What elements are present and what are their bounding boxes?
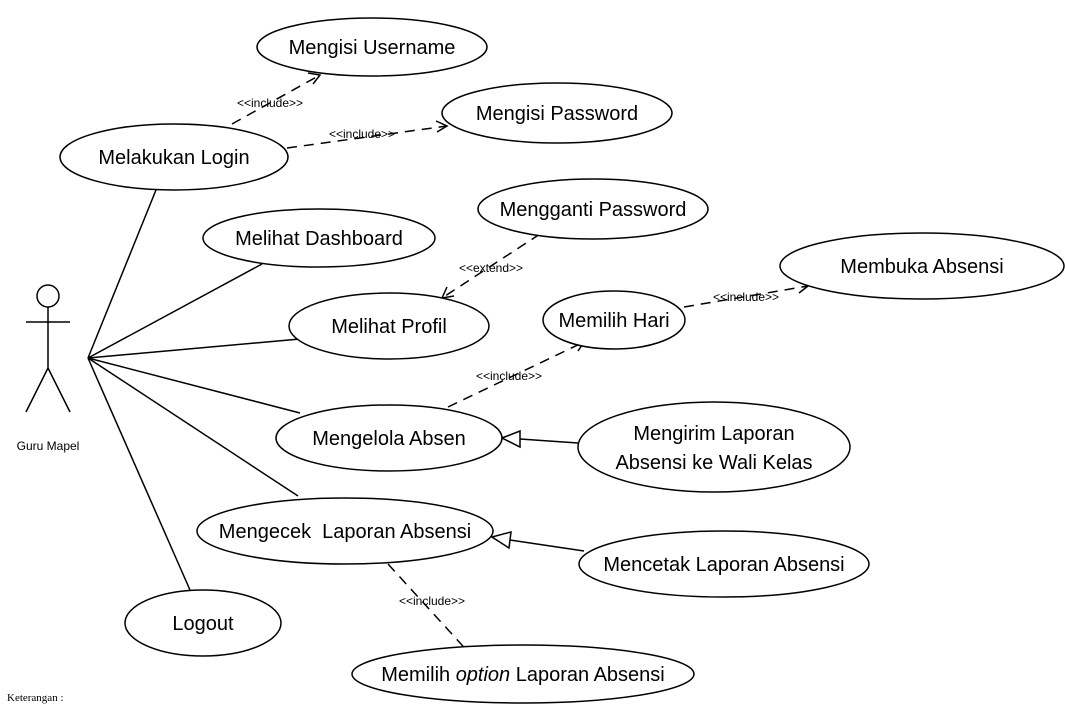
option-em: option <box>456 664 511 686</box>
use-case-login-shape[interactable] <box>59 123 289 191</box>
use-case-logout-label: Logout <box>172 613 234 635</box>
use-case-memilih-hari-label: Memilih Hari <box>558 310 669 332</box>
stereo-include-hari: <<include>> <box>476 369 542 383</box>
use-case-kirim-laporan[interactable]: Mengirim Laporan Absensi ke Wali Kelas <box>577 401 851 493</box>
use-case-username-label: Mengisi Username <box>289 37 456 59</box>
use-case-login-label: Melakukan Login <box>98 147 249 169</box>
use-case-ganti-password-label: Mengganti Password <box>500 199 687 221</box>
stereo-include-password: <<include>> <box>329 127 395 141</box>
stereo-extend: <<extend>> <box>459 261 523 275</box>
assoc-dashboard <box>87 263 263 359</box>
use-case-login[interactable]: Melakukan Login <box>59 123 289 191</box>
use-case-memilih-hari[interactable]: Memilih Hari <box>542 290 686 350</box>
use-case-memilih-hari-shape[interactable] <box>542 290 686 350</box>
gen-arrow-cek-laporan <box>490 530 512 550</box>
use-case-cek-laporan-shape[interactable] <box>196 497 494 565</box>
use-case-dashboard-shape[interactable] <box>202 208 436 268</box>
use-case-cetak-laporan-shape[interactable] <box>578 530 870 598</box>
use-case-password-label: Mengisi Password <box>476 103 638 125</box>
arrowhead-username <box>307 72 322 85</box>
use-case-kirim-laporan-label-1: Mengirim Laporan <box>633 423 794 445</box>
use-case-mengelola-absen-shape[interactable] <box>275 404 503 472</box>
gen-arrow-mengelola <box>500 429 521 449</box>
include-option <box>387 563 483 668</box>
use-case-password[interactable]: Mengisi Password <box>441 82 673 144</box>
use-case-membuka-absensi[interactable]: Membuka Absensi <box>779 232 1065 300</box>
use-case-option-laporan-shape[interactable] <box>351 644 695 704</box>
actor-label: Guru Mapel <box>17 439 80 453</box>
include-login-password <box>286 125 448 149</box>
use-case-dashboard[interactable]: Melihat Dashboard <box>202 208 436 268</box>
use-case-cetak-laporan-label: Mencetak Laporan Absensi <box>603 554 844 576</box>
stereo-include-username: <<include>> <box>237 96 303 110</box>
arrowhead-extend <box>440 286 455 299</box>
use-case-logout[interactable]: Logout <box>124 589 282 657</box>
gen-cetak-laporan <box>509 539 585 552</box>
assoc-mengelola <box>87 357 301 414</box>
actor-left-leg <box>25 367 49 413</box>
use-case-profil[interactable]: Melihat Profil <box>288 292 490 360</box>
use-case-cek-laporan[interactable]: Mengecek Laporan Absensi <box>196 497 494 565</box>
option-post: Laporan Absensi <box>510 664 665 686</box>
use-case-cek-laporan-label: Mengecek Laporan Absensi <box>219 521 471 543</box>
assoc-profil <box>87 338 301 359</box>
use-case-membuka-absensi-shape[interactable] <box>779 232 1065 300</box>
actor-right-leg <box>47 367 71 413</box>
assoc-logout <box>87 357 191 591</box>
include-relations: <<include>> <<include>> <<extend>> <<inc… <box>231 72 810 669</box>
use-case-cetak-laporan[interactable]: Mencetak Laporan Absensi <box>578 530 870 598</box>
use-case-password-shape[interactable] <box>441 82 673 144</box>
use-case-kirim-laporan-shape[interactable] <box>577 401 851 493</box>
extend-ganti-password <box>441 233 541 299</box>
use-case-username[interactable]: Mengisi Username <box>256 17 488 77</box>
use-case-mengelola-absen-label: Mengelola Absen <box>312 428 465 450</box>
include-membuka-absensi <box>683 285 809 308</box>
use-case-logout-shape[interactable] <box>124 589 282 657</box>
include-memilih-hari <box>447 341 585 408</box>
use-case-profil-shape[interactable] <box>288 292 490 360</box>
use-case-option-laporan[interactable]: Memilih option Laporan Absensi <box>351 644 695 704</box>
actor-guru-mapel: Guru Mapel <box>17 284 80 453</box>
footer-note: Keterangan : <box>7 692 64 704</box>
actor-head <box>36 284 60 308</box>
use-case-ganti-password[interactable]: Mengganti Password <box>477 178 709 240</box>
generalizations <box>490 429 585 552</box>
use-case-dashboard-label: Melihat Dashboard <box>235 228 403 250</box>
gen-kirim-laporan <box>519 438 579 444</box>
assoc-login <box>87 184 159 359</box>
use-case-username-shape[interactable] <box>256 17 488 77</box>
use-case-membuka-absensi-label: Membuka Absensi <box>840 256 1003 278</box>
arrowhead-password <box>435 120 449 133</box>
use-case-kirim-laporan-label-2: Absensi ke Wali Kelas <box>615 452 812 474</box>
use-case-profil-label: Melihat Profil <box>331 316 447 338</box>
stereo-include-option: <<include>> <box>399 594 465 608</box>
assoc-cek-laporan <box>87 357 299 497</box>
stereo-include-absensi: <<include>> <box>713 290 779 304</box>
use-case-mengelola-absen[interactable]: Mengelola Absen <box>275 404 503 472</box>
use-case-option-laporan-label: Memilih option Laporan Absensi <box>381 664 665 686</box>
option-pre: Memilih <box>381 664 455 686</box>
use-case-ganti-password-shape[interactable] <box>477 178 709 240</box>
associations <box>87 184 301 591</box>
